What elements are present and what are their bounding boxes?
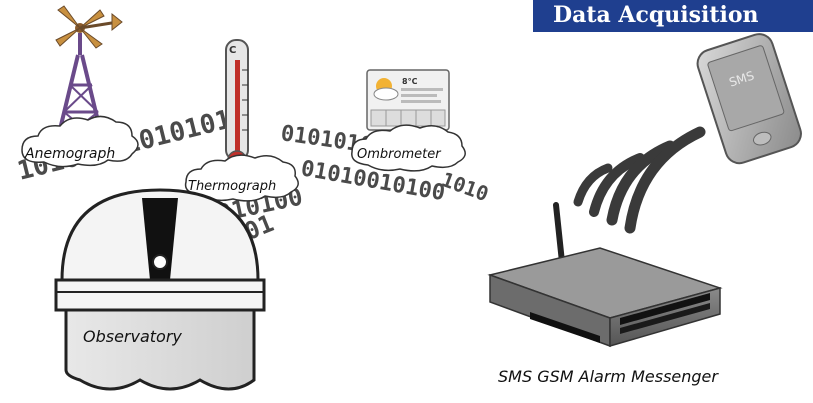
thermograph-label: Thermograph — [188, 179, 276, 194]
alarm-messenger-icon — [487, 202, 723, 348]
anemograph-cloud: Anemograph — [21, 115, 139, 168]
signal-waves-icon — [573, 126, 706, 234]
observatory-icon: Observatory — [54, 188, 266, 391]
phone-icon: SMS — [696, 33, 802, 165]
observatory-label: Observatory — [83, 327, 182, 346]
page-title: Data Acquisition — [533, 0, 813, 32]
thermometer-unit: C — [229, 45, 236, 56]
alarm-messenger-label: SMS GSM Alarm Messenger — [498, 367, 719, 386]
ombrometer-reading: 8°C — [402, 77, 418, 86]
ombrometer-label: Ombrometer — [357, 147, 442, 162]
thermograph-icon: C — [225, 39, 249, 170]
binary-row: 1010 — [438, 167, 491, 206]
thermograph-cloud: Thermograph — [184, 154, 299, 202]
anemograph-label: Anemograph — [24, 146, 115, 162]
ombrometer-icon: 8°C — [366, 69, 450, 131]
ombrometer-cloud: Ombrometer — [351, 124, 466, 172]
